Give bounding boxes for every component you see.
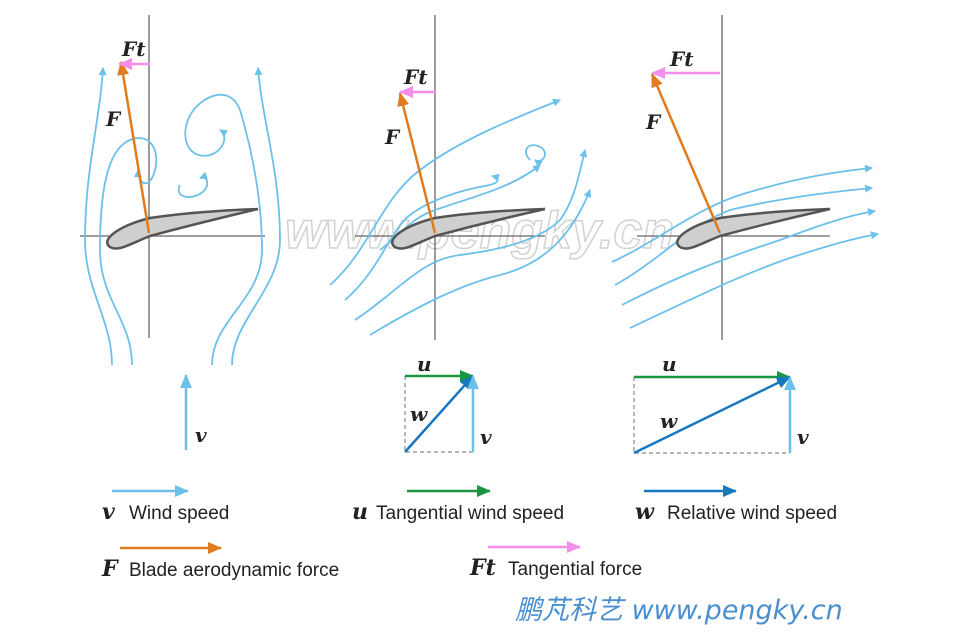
- f-label: F: [384, 125, 401, 149]
- airfoil: [106, 207, 259, 250]
- svg-text:Ft: Ft: [469, 555, 496, 581]
- v-label: v: [195, 423, 207, 447]
- svg-text:v: v: [102, 499, 115, 525]
- panel-moderate: Ft F u w v: [329, 15, 592, 453]
- legend-item-tangential-force: Ft Tangential force: [469, 541, 642, 581]
- force-f-arrow: [650, 73, 722, 234]
- brand-logo-text: 鹏芃科艺 www.pengky.cn: [515, 595, 843, 626]
- airfoil: [676, 207, 831, 250]
- ft-label: Ft: [121, 37, 146, 61]
- legend-item-relative-wind-speed: w Relative wind speed: [635, 485, 837, 525]
- svg-text:w: w: [635, 499, 655, 525]
- svg-text:Tangential wind speed: Tangential wind speed: [376, 503, 564, 524]
- v-label: v: [797, 425, 809, 449]
- legend-item-blade-aerodynamic-force: F Blade aerodynamic force: [101, 542, 339, 582]
- ft-label: Ft: [669, 47, 694, 71]
- streamlines: [84, 67, 281, 366]
- legend-item-tangential-wind-speed: u Tangential wind speed: [352, 485, 564, 525]
- airfoil: [391, 207, 546, 250]
- f-label: F: [105, 107, 122, 131]
- w-label: w: [410, 402, 428, 426]
- svg-text:Wind speed: Wind speed: [129, 503, 229, 524]
- svg-text:Relative wind speed: Relative wind speed: [667, 503, 837, 524]
- w-label: w: [660, 409, 678, 433]
- panel-stalled: Ft F v: [80, 15, 281, 450]
- force-f-arrow: [117, 61, 151, 234]
- ft-label: Ft: [403, 65, 428, 89]
- legend-item-wind-speed: v Wind speed: [102, 485, 229, 525]
- velocity-triangle: u w v: [404, 352, 492, 453]
- u-label: u: [417, 352, 432, 376]
- watermark: www.pengky.cn: [285, 202, 674, 260]
- svg-text:F: F: [101, 556, 119, 582]
- w-arrow: [404, 375, 474, 453]
- f-label: F: [645, 110, 662, 134]
- v-label: v: [480, 425, 492, 449]
- legend: v Wind speed u Tangential wind speed w R…: [101, 485, 837, 582]
- u-label: u: [662, 352, 677, 376]
- svg-text:u: u: [352, 499, 368, 525]
- velocity-triangle: u w v: [633, 352, 809, 455]
- svg-text:Blade aerodynamic force: Blade aerodynamic force: [129, 560, 339, 581]
- svg-text:Tangential force: Tangential force: [508, 559, 642, 580]
- streamlines: [611, 164, 879, 329]
- panel-optimal: Ft F u w v: [611, 15, 879, 455]
- force-f-arrow: [397, 92, 437, 234]
- w-arrow: [633, 375, 791, 455]
